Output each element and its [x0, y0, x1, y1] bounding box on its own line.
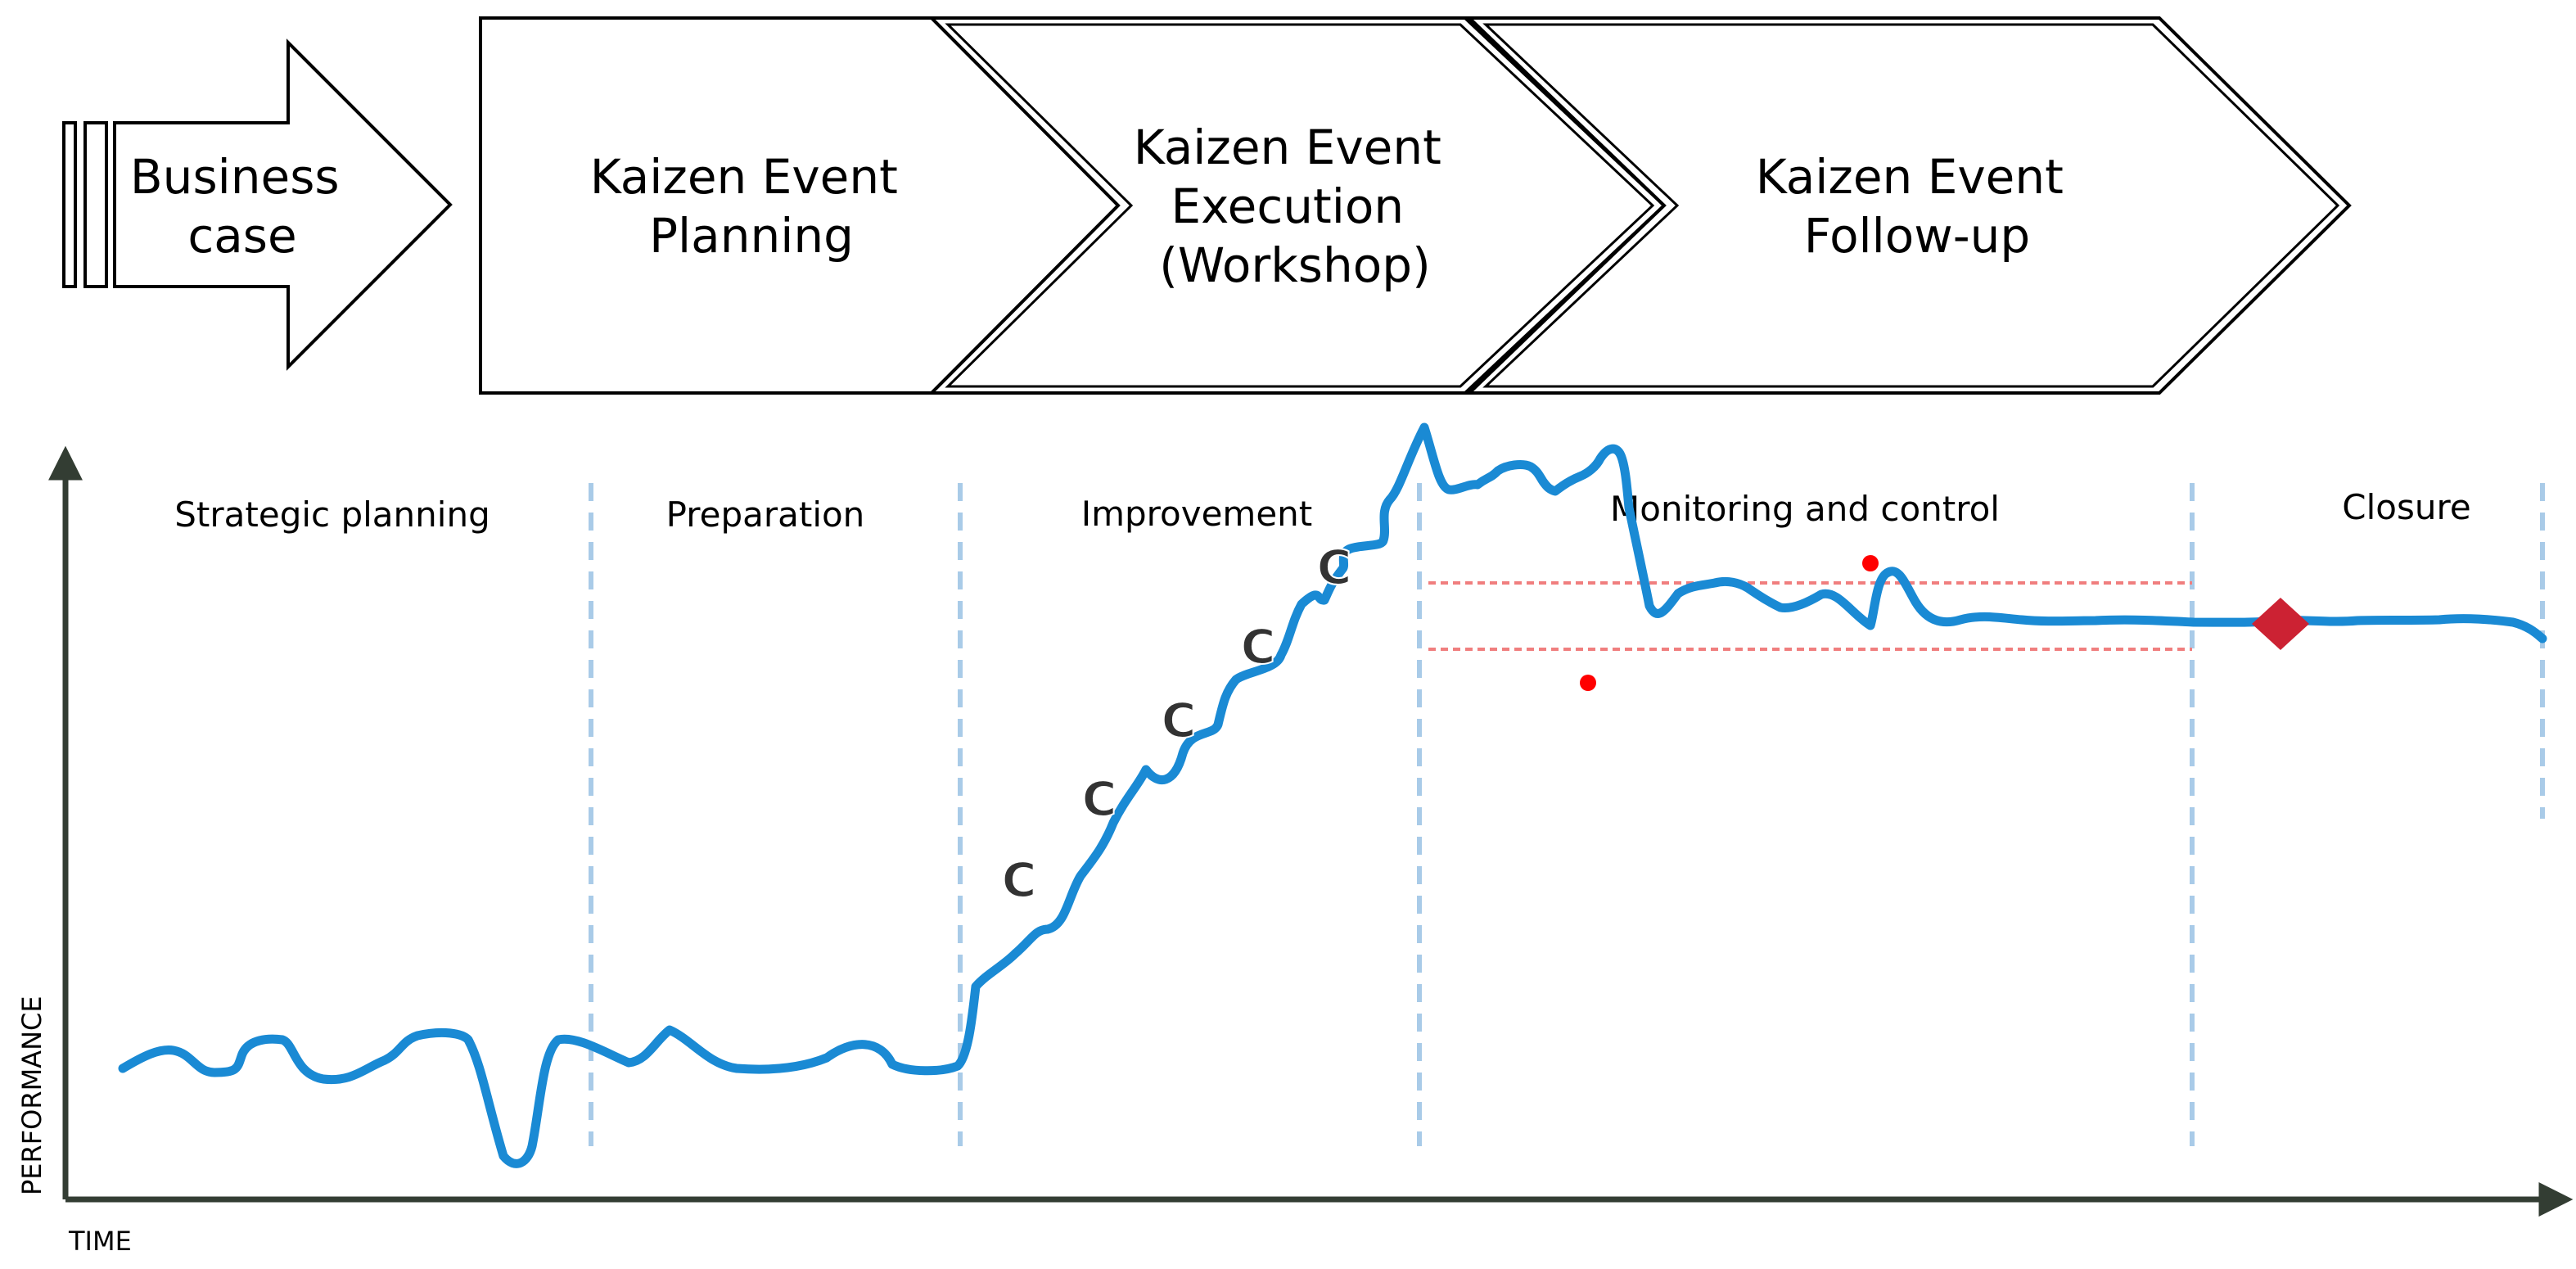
svg-text:Kaizen Event Planning: Kaizen Event Planning — [590, 149, 914, 264]
execution-step: Kaizen Event Execution (Workshop) — [927, 16, 1667, 395]
business-case-label-line1: Business — [130, 149, 340, 205]
phase-label-improvement: Improvement — [1081, 494, 1313, 534]
phase-label-strategic-planning: Strategic planning — [174, 495, 489, 535]
cycle-marker-4: C — [1241, 619, 1276, 675]
cycle-marker-3: C — [1162, 693, 1197, 748]
execution-label-line1: Kaizen Event — [1134, 120, 1441, 175]
process-flow: Business case Kaizen Event Planning Kaiz… — [62, 16, 2352, 395]
outlier-point-low — [1580, 675, 1596, 691]
follow-up-step: Kaizen Event Follow-up — [1465, 16, 2352, 395]
execution-step-outline-outer — [927, 16, 1667, 395]
phase-label-preparation: Preparation — [666, 495, 865, 535]
phase-labels: Strategic planning Preparation Improveme… — [174, 487, 2470, 535]
cycle-marker-5: C — [1317, 540, 1352, 595]
planning-step: Kaizen Event Planning — [479, 16, 1121, 395]
x-axis-label: TIME — [68, 1226, 132, 1257]
phase-label-monitoring-and-control: Monitoring and control — [1610, 489, 2000, 529]
business-case-arrow: Business case — [62, 38, 453, 371]
svg-text:Kaizen Event Follow-up: Kaizen Event Follow-up — [1756, 149, 2079, 264]
phase-label-closure: Closure — [2342, 487, 2470, 527]
phase-dividers — [589, 483, 2545, 1146]
execution-label-line2: Execution — [1171, 178, 1404, 234]
planning-label-line1: Kaizen Event — [590, 149, 898, 205]
execution-label-line3: (Workshop) — [1159, 237, 1430, 293]
svg-text:Kaizen Event Execution: Kaizen Event Execution (Workshop) — [1134, 120, 1457, 293]
cycle-markers: C C C C C — [1001, 539, 1353, 909]
follow-up-step-outline-outer — [1465, 16, 2352, 395]
planning-label-line2: Planning — [649, 208, 854, 264]
control-limits — [1428, 581, 2192, 651]
tail-bar-right — [83, 121, 108, 288]
closure-diamond-marker — [2252, 598, 2309, 650]
execution-step-outline-inner — [945, 23, 1655, 388]
cycle-marker-1: C — [1002, 852, 1037, 908]
follow-up-label-line1: Kaizen Event — [1756, 149, 2064, 205]
cycle-marker-2: C — [1082, 771, 1117, 827]
performance-chart: PERFORMANCE TIME Strategic planning Prep… — [16, 422, 2574, 1257]
y-axis-label: PERFORMANCE — [16, 996, 47, 1195]
follow-up-step-outline-inner — [1482, 23, 2340, 388]
business-case-arrow-shape — [113, 38, 453, 371]
follow-up-label-line2: Follow-up — [1804, 208, 2030, 264]
tail-bar-left — [62, 121, 77, 288]
performance-curve — [118, 422, 2547, 1168]
outlier-point-high — [1862, 555, 1879, 571]
business-case-label-line2: case — [187, 208, 296, 264]
svg-text:Business case: Business case — [130, 149, 354, 264]
